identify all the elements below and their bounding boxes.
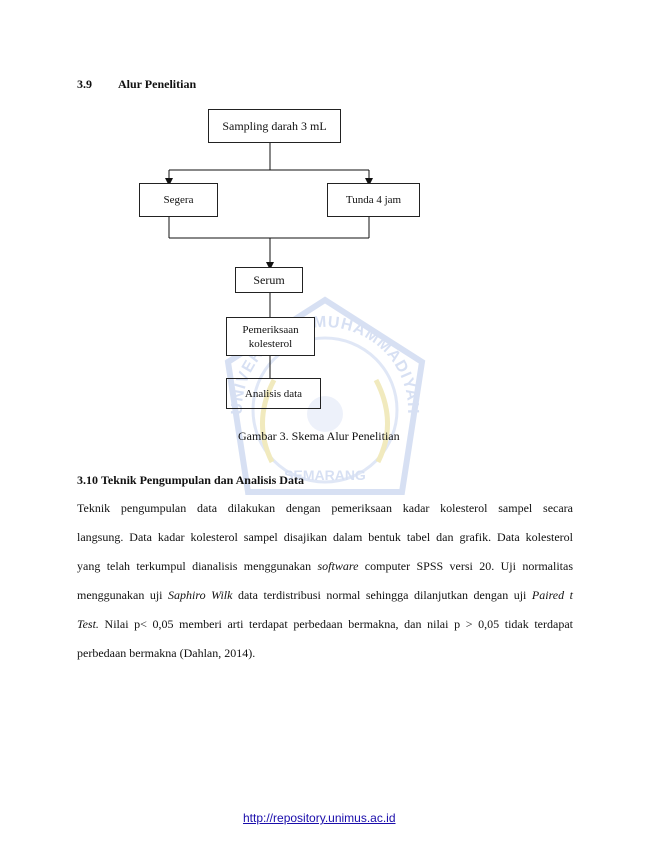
paragraph-line: menggunakan uji Saphiro Wilk data terdis…	[77, 585, 573, 605]
paragraph-line: Test. Nilai p< 0,05 memberi arti terdapa…	[77, 614, 573, 634]
line-text: Nilai p< 0,05 memberi arti terdapat perb…	[98, 617, 573, 631]
italic-term: Saphiro Wilk	[168, 588, 233, 602]
watermark-bottom-text: SEMARANG	[284, 467, 366, 483]
italic-term: Paired t	[531, 588, 573, 602]
section-title: Teknik Pengumpulan dan Analisis Data	[101, 473, 304, 487]
node-pemeriksaan-label-line1: Pemeriksaan	[242, 323, 299, 336]
node-sampling: Sampling darah 3 mL	[208, 109, 341, 143]
italic-term: Test.	[77, 617, 99, 631]
node-serum-label: Serum	[253, 273, 285, 287]
node-segera-label: Segera	[163, 194, 194, 206]
node-analisis: Analisis data	[226, 378, 321, 409]
section-3-9-heading: 3.9 Alur Penelitian	[77, 77, 196, 92]
node-serum: Serum	[235, 267, 303, 293]
line-text: data terdistribusi normal sehingga dilan…	[232, 588, 532, 602]
line-text: perbedaan bermakna (Dahlan, 2014).	[77, 646, 256, 660]
university-watermark-logo: UNIVERSITAS MUHAMMADIYAH SEMARANG	[224, 296, 426, 495]
paragraph-line: yang telah terkumpul dianalisis mengguna…	[77, 556, 573, 576]
node-tunda: Tunda 4 jam	[327, 183, 420, 217]
line-text: langsung. Data kadar kolesterol sampel d…	[77, 530, 573, 544]
watermark-center-emblem	[307, 396, 343, 432]
node-analisis-label: Analisis data	[244, 387, 303, 400]
paragraph-line: langsung. Data kadar kolesterol sampel d…	[77, 527, 573, 547]
line-text: Teknik pengumpulan data dilakukan dengan…	[77, 501, 573, 515]
node-pemeriksaan-label-line2: kolesterol	[248, 337, 293, 350]
section-number: 3.10	[77, 473, 98, 487]
line-text: menggunakan uji	[77, 588, 169, 602]
line-text: yang telah terkumpul dianalisis mengguna…	[77, 559, 318, 573]
node-tunda-label: Tunda 4 jam	[345, 194, 402, 206]
section-number: 3.9	[77, 77, 92, 91]
repository-link[interactable]: http://repository.unimus.ac.id	[243, 811, 396, 825]
italic-term: software	[317, 559, 359, 573]
watermark-wheat-left	[260, 378, 277, 464]
node-segera: Segera	[139, 183, 218, 217]
line-text: computer SPSS versi 20. Uji normalitas	[358, 559, 573, 573]
node-sampling-label: Sampling darah 3 mL	[222, 119, 327, 133]
figure-caption: Gambar 3. Skema Alur Penelitian	[238, 429, 400, 443]
section-3-10-heading: 3.10 Teknik Pengumpulan dan Analisis Dat…	[77, 473, 304, 488]
paragraph-line: perbedaan bermakna (Dahlan, 2014).	[77, 643, 573, 663]
node-pemeriksaan: Pemeriksaan kolesterol	[226, 317, 315, 356]
watermark-ring	[251, 336, 399, 484]
paragraph-line: Teknik pengumpulan data dilakukan dengan…	[77, 498, 573, 518]
watermark-wheat-right	[373, 378, 390, 464]
section-title: Alur Penelitian	[118, 77, 197, 91]
